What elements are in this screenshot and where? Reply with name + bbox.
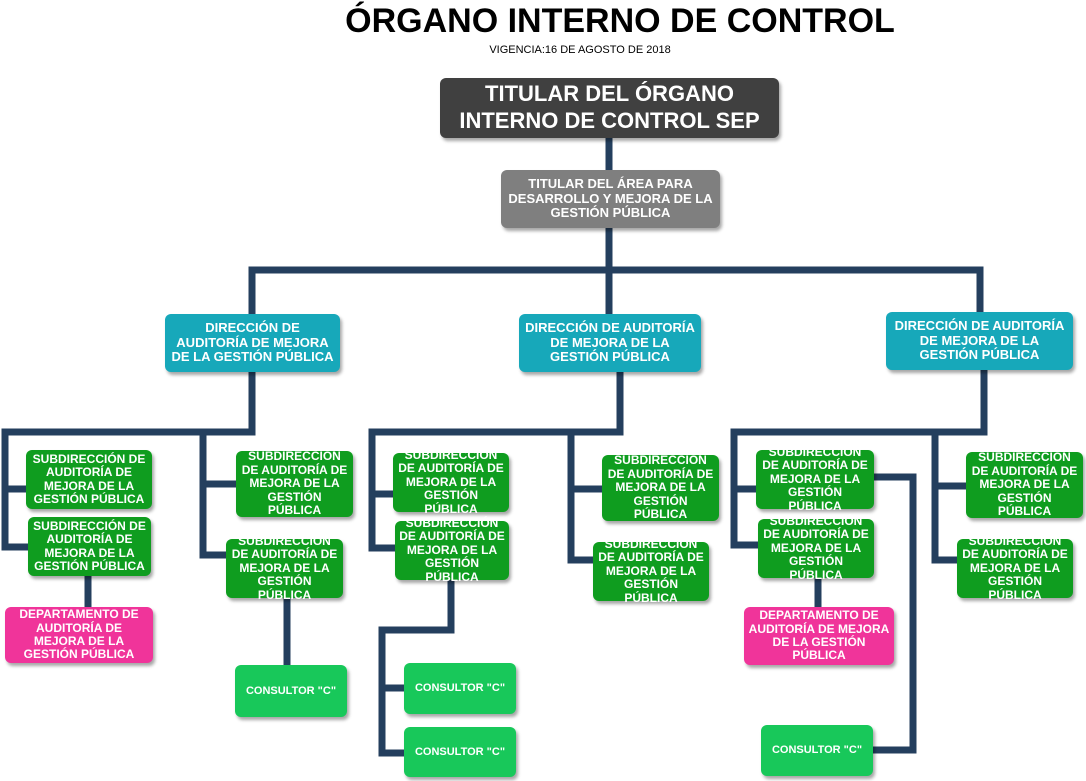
node-left-departamento: DEPARTAMENTO DE AUDITORÍA DE MEJORA DE L…: [5, 607, 153, 663]
node-middle-direccion: DIRECCIÓN DE AUDITORÍA DE MEJORA DE LA G…: [519, 314, 701, 372]
node-left-sub-d: SUBDIRECCIÓN DE AUDITORÍA DE MEJORA DE L…: [226, 534, 343, 601]
node-middle-sub-a: SUBDIRECCIÓN DE AUDITORÍA DE MEJORA DE L…: [393, 448, 509, 515]
node-right-sub-a: SUBDIRECCIÓN DE AUDITORÍA DE MEJORA DE L…: [756, 445, 874, 512]
connector-right-dir: [730, 368, 988, 436]
node-left-sub-b: SUBDIRECCIÓN DE AUDITORÍA DE MEJORA DE L…: [28, 517, 151, 576]
node-left-direccion: DIRECCIÓN DE AUDITORÍA DE MEJORA DE LA G…: [165, 314, 340, 372]
node-left-consultor: CONSULTOR "C": [235, 665, 347, 717]
connector-middle-sub-b-down: [378, 576, 455, 757]
page-title: ÓRGANO INTERNO DE CONTROL: [345, 2, 895, 40]
node-middle-consultor-2: CONSULTOR "C": [404, 727, 516, 777]
connector-right-sub-a-consultor: [870, 473, 917, 754]
connector-middle-spine-a: [368, 428, 401, 552]
node-right-sub-b: SUBDIRECCIÓN DE AUDITORÍA DE MEJORA DE L…: [758, 514, 874, 581]
node-middle-sub-b: SUBDIRECCIÓN DE AUDITORÍA DE MEJORA DE L…: [395, 516, 509, 583]
node-left-sub-c: SUBDIRECCIÓN DE AUDITORÍA DE MEJORA DE L…: [236, 450, 353, 517]
node-right-direccion: DIRECCIÓN DE AUDITORÍA DE MEJORA DE LA G…: [886, 312, 1073, 370]
connector-left-spine-a: [1, 428, 34, 551]
node-middle-sub-c: SUBDIRECCIÓN DE AUDITORÍA DE MEJORA DE L…: [602, 454, 719, 521]
connector-right-spine-b: [931, 428, 963, 564]
connector-middle-spine-b: [567, 428, 599, 564]
connector-left-dir: [1, 368, 256, 436]
node-titular: TITULAR DEL ÓRGANO INTERNO DE CONTROL SE…: [440, 78, 779, 138]
node-right-sub-c: SUBDIRECCIÓN DE AUDITORÍA DE MEJORA DE L…: [966, 451, 1083, 518]
node-left-sub-a: SUBDIRECCIÓN DE AUDITORÍA DE MEJORA DE L…: [26, 450, 152, 509]
connector-right-spine-a: [730, 428, 764, 549]
node-middle-consultor-1: CONSULTOR "C": [404, 663, 516, 714]
vigencia-date: VIGENCIA:16 DE AGOSTO DE 2018: [489, 44, 671, 56]
connector-left-spine-b: [199, 428, 232, 559]
node-right-departamento: DEPARTAMENTO DE AUDITORÍA DE MEJORA DE L…: [744, 607, 894, 665]
node-area: TITULAR DEL ÁREA PARA DESARROLLO Y MEJOR…: [501, 170, 720, 228]
node-right-consultor: CONSULTOR "C": [761, 725, 873, 776]
connector-middle-dir: [368, 368, 624, 436]
node-right-sub-d: SUBDIRECCIÓN DE AUDITORÍA DE MEJORA DE L…: [957, 534, 1073, 601]
node-middle-sub-d: SUBDIRECCIÓN DE AUDITORÍA DE MEJORA DE L…: [593, 537, 709, 604]
